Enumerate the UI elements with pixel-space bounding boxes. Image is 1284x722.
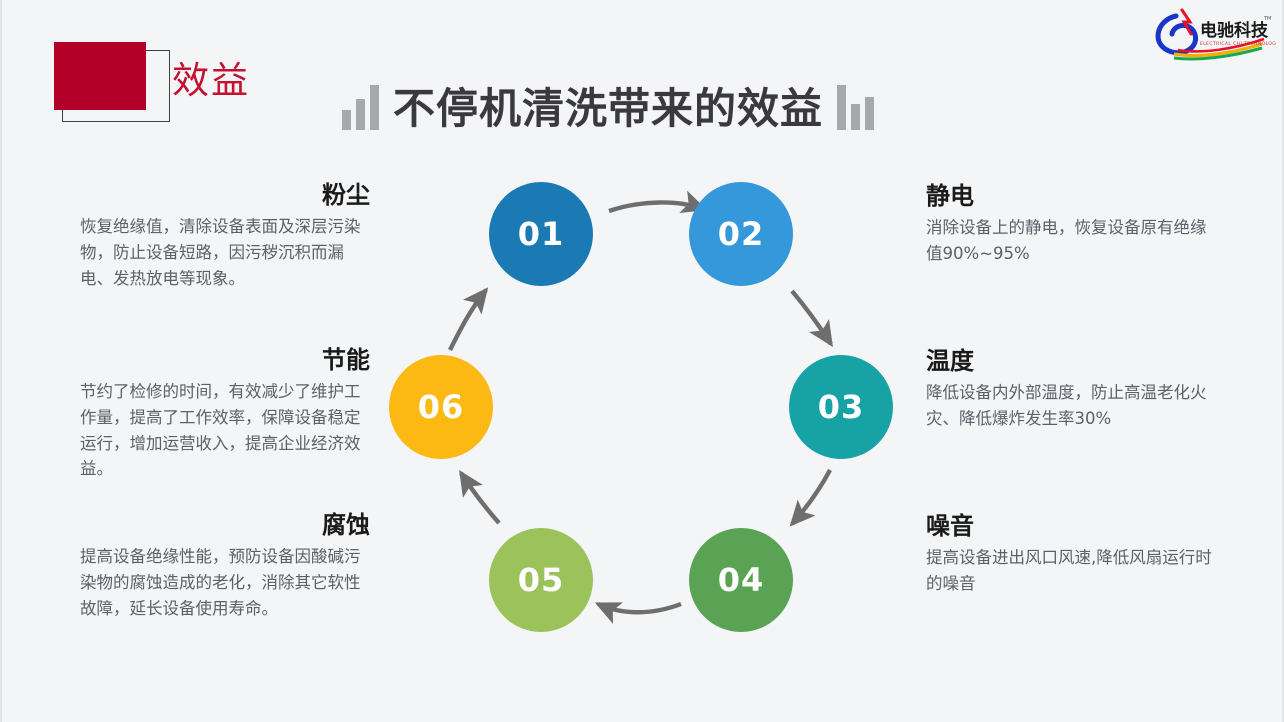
benefit-heading-corrosion: 腐蚀 [322, 511, 370, 539]
title-block: 不停机清洗带来的效益 [342, 68, 875, 133]
arrow-05-to-06 [459, 470, 501, 525]
benefit-body-static: 消除设备上的静电，恢复设备原有绝缘值90%~95% [926, 218, 1207, 263]
page-title: 不停机清洗带来的效益 [393, 84, 824, 133]
logo-brand-cn: 电驰科技 [1200, 20, 1269, 41]
benefit-heading-noise: 噪音 [926, 512, 974, 540]
cycle-node-04[interactable]: 04 [689, 528, 793, 632]
arrow-04-to-05 [594, 601, 682, 624]
benefit-block-energy: 节能 节约了检修的时间，有效减少了维护工作量，提高了工作效率，保障设备稳定运行，… [80, 347, 370, 482]
cycle-node-01[interactable]: 01 [489, 182, 593, 286]
benefit-block-temperature: 温度 降低设备内外部温度，防止高温老化火灾、降低爆炸发生率30% [926, 348, 1216, 432]
cycle-node-02[interactable]: 02 [689, 182, 793, 286]
benefit-block-dust: 粉尘 恢复绝缘值，清除设备表面及深层污染物，防止设备短路，因污秽沉积而漏电、发热… [80, 182, 370, 291]
badge-red-box [54, 42, 146, 110]
benefit-body-noise: 提高设备进出风口风速,降低风扇运行时的噪音 [926, 548, 1212, 593]
badge-label: 效益 [172, 59, 250, 102]
cycle-node-03[interactable]: 03 [789, 355, 893, 459]
benefit-body-corrosion: 提高设备绝缘性能，预防设备因酸碱污染物的腐蚀造成的老化，消除其它软性故障，延长设… [80, 547, 361, 618]
cycle-node-05[interactable]: 05 [489, 528, 593, 632]
bar-chart-icon-left [342, 82, 379, 130]
benefit-block-corrosion: 腐蚀 提高设备绝缘性能，预防设备因酸碱污染物的腐蚀造成的老化，消除其它软性故障，… [80, 512, 370, 621]
bar-chart-icon-right [837, 82, 875, 130]
benefit-body-dust: 恢复绝缘值，清除设备表面及深层污染物，防止设备短路，因污秽沉积而漏电、发热放电等… [80, 217, 361, 288]
benefit-heading-dust: 粉尘 [322, 181, 370, 209]
benefit-heading-energy: 节能 [322, 346, 370, 374]
benefit-heading-static: 静电 [926, 182, 974, 210]
arrow-01-to-02 [608, 190, 708, 214]
logo-brand-en: ELECTRICAL CHI TECHNOLOGY [1200, 41, 1276, 47]
benefit-body-energy: 节约了检修的时间，有效减少了维护工作量，提高了工作效率，保障设备稳定运行，增加运… [80, 382, 361, 479]
arrow-06-to-01 [448, 287, 489, 351]
benefit-block-noise: 噪音 提高设备进出风口风速,降低风扇运行时的噪音 [926, 513, 1216, 597]
logo-trademark: TM [1263, 16, 1271, 22]
header-badge [44, 36, 172, 124]
benefit-block-static: 静电 消除设备上的静电，恢复设备原有绝缘值90%~95% [926, 183, 1216, 267]
cycle-node-06[interactable]: 06 [389, 355, 493, 459]
benefit-body-temperature: 降低设备内外部温度，防止高温老化火灾、降低爆炸发生率30% [926, 383, 1207, 428]
benefit-heading-temperature: 温度 [926, 347, 974, 375]
arrow-03-to-04 [789, 468, 832, 527]
arrow-02-to-03 [790, 289, 833, 347]
company-logo: 电驰科技 ELECTRICAL CHI TECHNOLOGY TM [1138, 2, 1276, 64]
